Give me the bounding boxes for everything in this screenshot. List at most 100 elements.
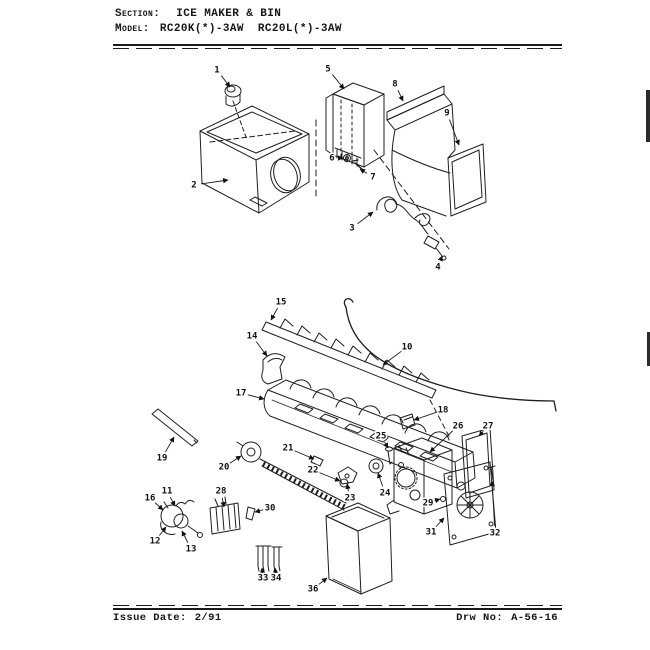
diagram-ice-maker (151, 298, 557, 595)
callout-26: 26 (453, 422, 464, 432)
model-label: Model: (115, 23, 150, 35)
part-screw-32 (487, 465, 496, 481)
part-clip (245, 506, 256, 521)
section-label: Section: (115, 8, 161, 20)
part-ejector-head (236, 441, 262, 463)
callout-10: 10 (402, 343, 413, 353)
leader-line (229, 455, 242, 464)
part-module-rear (440, 461, 497, 546)
callout-11: 11 (162, 487, 173, 497)
leader-line (435, 517, 445, 528)
leader-line (377, 472, 384, 487)
callout-33: 33 (258, 574, 269, 584)
callout-8: 8 (392, 80, 397, 90)
callout-5: 5 (325, 65, 330, 75)
leader-line (489, 480, 496, 527)
callout-25: 25 (376, 432, 387, 442)
callout-9: 9 (444, 109, 449, 119)
part-coupler (368, 458, 384, 474)
part-wire-harness (376, 196, 447, 261)
leader-line (434, 498, 441, 504)
part-ice-bin (199, 100, 310, 214)
header-rule-bottom (113, 48, 562, 49)
callout-21: 21 (283, 444, 294, 454)
scan-artifact (647, 332, 650, 366)
callout-6: 6 (329, 154, 334, 164)
part-mold-body (263, 379, 476, 489)
callout-2: 2 (191, 181, 196, 191)
part-thermostat (209, 496, 241, 535)
leader-line (478, 430, 485, 437)
footer-rule (113, 608, 562, 610)
part-lever-stick (151, 408, 199, 447)
callout-13: 13 (186, 545, 197, 555)
callout-31: 31 (426, 528, 437, 538)
leader-line (429, 430, 454, 453)
assembly-axis-lines-bottom (429, 399, 451, 439)
callout-30: 30 (265, 504, 276, 514)
callout-14: 14 (247, 332, 258, 342)
part-shutoff-arm (343, 298, 557, 412)
callout-24: 24 (380, 489, 391, 499)
part-nut (343, 154, 351, 162)
part-cover-plate (461, 427, 495, 499)
callout-4: 4 (435, 263, 441, 273)
callout-36: 36 (308, 585, 319, 595)
drawing-number-value: A-56-16 (511, 612, 558, 624)
callout-7: 7 (370, 173, 375, 183)
drawing-number-label: Drw No: (456, 612, 504, 624)
leader-line (165, 436, 175, 453)
leader-line (220, 497, 226, 508)
scan-artifact (646, 90, 650, 142)
leader-line (154, 502, 164, 511)
callout-32: 32 (490, 529, 501, 539)
part-harness-tube (259, 458, 347, 511)
part-screws-33 (255, 545, 272, 572)
leader-line (345, 483, 351, 492)
leader-line (357, 211, 374, 225)
callout-23: 23 (345, 494, 356, 504)
part-mount-bracket (261, 353, 286, 385)
part-chute-door (447, 143, 487, 217)
leader-line (319, 472, 341, 482)
leader-line (383, 441, 389, 449)
footer-issue-date: Issue Date: 2/91 (113, 612, 222, 624)
leader-line (332, 74, 345, 90)
leader-line (181, 530, 189, 543)
issue-date-value: 2/91 (194, 612, 222, 624)
part-screws-34 (271, 546, 283, 572)
part-control-module (386, 437, 453, 515)
model-value: RC20K(*)-3AW RC20L(*)-3AW (159, 23, 342, 35)
part-water-valve (160, 499, 203, 538)
callout-28: 28 (216, 487, 227, 497)
footer-rule-upper (113, 605, 562, 606)
leader-line (270, 307, 278, 321)
assembly-axis-lines (315, 119, 450, 250)
part-screw-small (352, 159, 364, 171)
header-rule-top (113, 44, 562, 46)
part-screw-25 (385, 446, 393, 465)
callout-22: 22 (308, 466, 319, 476)
callout-29: 29 (423, 499, 434, 509)
diagram-ice-bin (199, 82, 487, 261)
header-section-line: Section: ICE MAKER & BIN (115, 8, 281, 20)
callout-34: 34 (271, 574, 282, 584)
leader-line (169, 496, 176, 507)
callout-19: 19 (157, 454, 168, 464)
leader-line (220, 75, 231, 88)
part-end-bracket (337, 466, 358, 485)
leader-line (359, 168, 368, 174)
leader-line (397, 90, 404, 102)
part-ice-stripper (261, 318, 437, 399)
leader-line (247, 394, 265, 401)
callout-12: 12 (150, 537, 161, 547)
part-chute (386, 85, 456, 217)
part-fill-cup (399, 413, 416, 430)
header-model-line: Model: RC20K(*)-3AW RC20L(*)-3AW (115, 23, 342, 35)
callout-16: 16 (145, 494, 156, 504)
leader-line (437, 255, 443, 262)
part-spacer (310, 455, 324, 467)
